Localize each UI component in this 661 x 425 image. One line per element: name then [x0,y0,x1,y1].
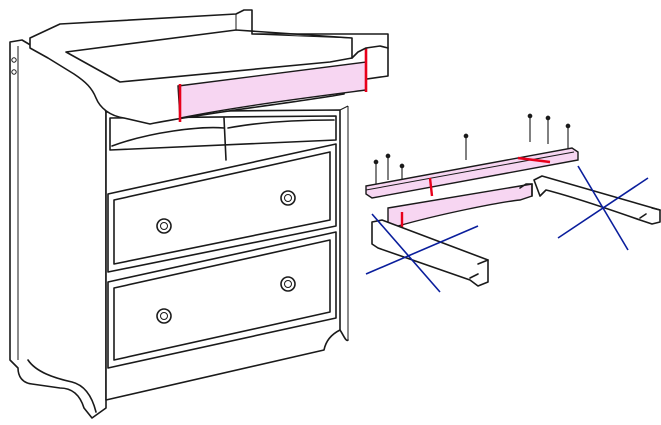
screw-icon [565,123,571,150]
screw-set [373,113,571,188]
loose-top-panel-edge [365,151,575,191]
drawer-knob-icon [280,190,296,206]
dresser-shelf-back [111,119,335,147]
dresser-front-edge [339,105,349,111]
screw-icon [545,115,551,144]
dresser-cam-hole [11,57,17,63]
drawer-knob-icon [156,218,172,234]
dresser-cam-hole [11,69,17,75]
changing-top-back-rim [251,33,353,39]
exploded-front-rail-notch [519,183,533,197]
dresser-drawer-upper [107,143,337,273]
changing-top-side-notch [351,45,389,59]
dresser-open-shelf [109,115,337,151]
right-side-rail-end [639,207,661,219]
screw-icon [527,113,533,142]
screw-icon [385,153,391,180]
drawer-knob-icon [280,276,296,292]
changing-top-front-rail-highlight [177,61,367,119]
screw-icon [463,133,469,160]
dresser-drawer-lower [107,231,337,369]
left-side-rail [371,219,489,287]
top-panel-cut-right [517,156,551,164]
left-side-rail-end [469,259,489,279]
dresser-side-leg-curve [27,359,97,413]
dresser-drawer-upper-front [113,151,331,265]
top-panel-cut-left [428,177,434,197]
screw-icon [373,159,379,184]
exploded-parts [365,113,661,293]
dresser-right-leg-curve [339,329,349,342]
drawer-knob-icon [156,308,172,324]
dresser-drawer-lower-front [113,239,331,361]
dresser-shelf-divider [223,117,227,161]
dresser [9,9,389,419]
cross-out-left-rail [365,213,479,293]
dresser-left-side-panel [9,39,107,419]
cross-out-right-rail [557,165,649,251]
